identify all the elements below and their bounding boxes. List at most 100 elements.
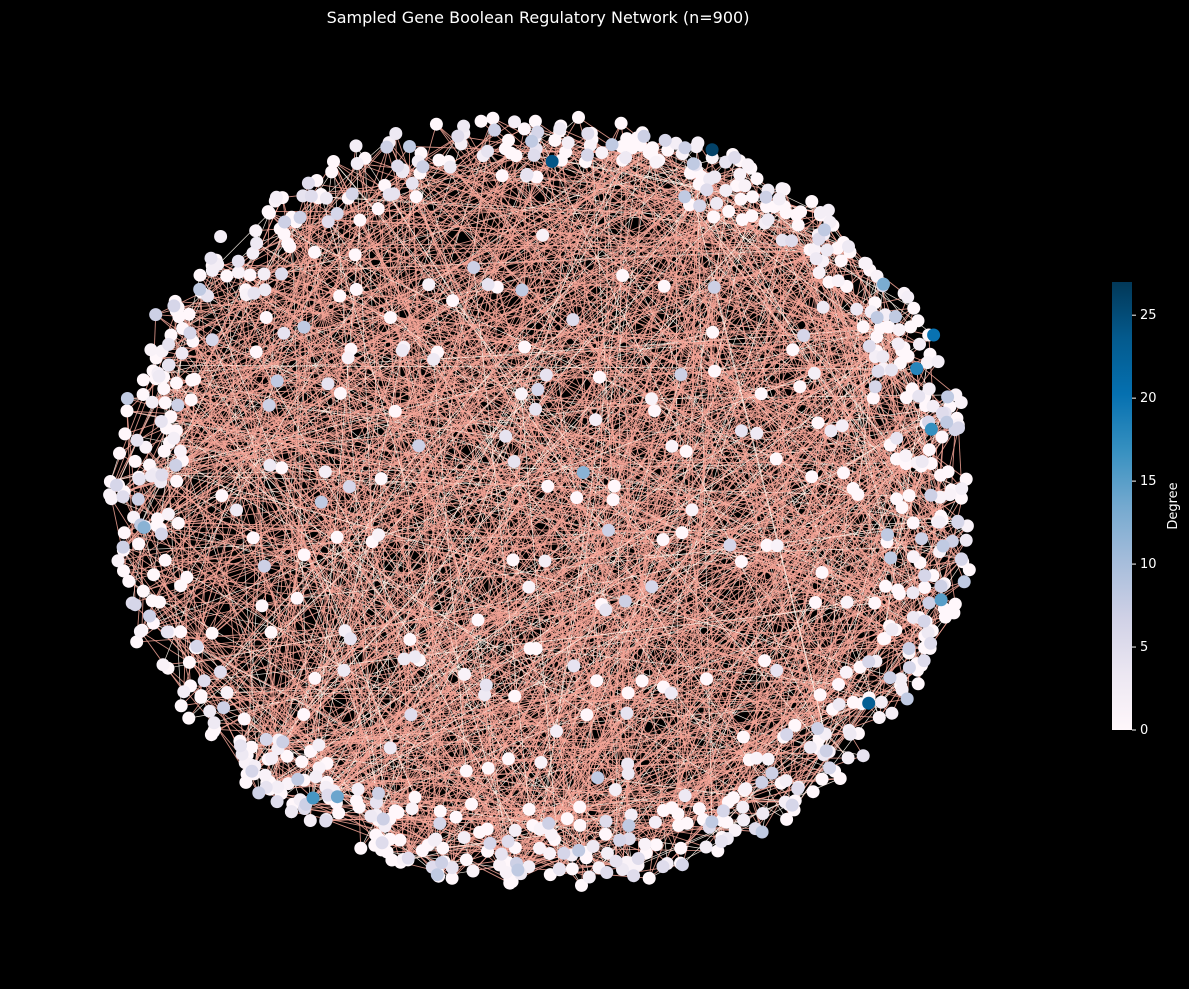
- network-edge: [124, 532, 652, 588]
- network-node: [120, 404, 134, 418]
- network-node: [605, 138, 619, 152]
- network-node: [435, 856, 449, 870]
- network-node: [656, 804, 670, 817]
- network-node: [182, 711, 196, 725]
- network-node: [184, 393, 198, 407]
- network-node: [685, 503, 699, 517]
- network-node: [606, 493, 620, 507]
- network-node: [156, 658, 170, 672]
- network-node: [520, 167, 534, 181]
- network-node: [245, 764, 259, 778]
- network-node: [678, 141, 692, 155]
- network-node: [720, 815, 734, 829]
- network-node: [397, 652, 411, 666]
- network-node: [118, 427, 132, 441]
- network-node: [823, 761, 837, 775]
- network-node: [499, 429, 513, 443]
- network-node: [144, 469, 158, 483]
- network-node: [481, 144, 494, 158]
- network-edge: [333, 702, 869, 792]
- network-edge: [333, 161, 827, 752]
- network-node: [332, 806, 346, 820]
- network-edge: [199, 274, 600, 868]
- network-edge: [178, 316, 747, 789]
- network-edge: [714, 176, 825, 755]
- network-node: [648, 404, 661, 418]
- network-edge: [251, 130, 561, 772]
- network-edge: [143, 152, 512, 381]
- network-edge: [696, 171, 880, 718]
- network-node: [177, 685, 191, 699]
- network-node: [933, 515, 946, 529]
- network-edge: [544, 560, 568, 819]
- network-edge: [266, 671, 847, 740]
- network-node: [616, 269, 630, 282]
- network-node: [297, 320, 311, 334]
- network-edge: [151, 357, 349, 602]
- network-node: [511, 863, 525, 877]
- network-node: [658, 133, 672, 147]
- network-node: [769, 452, 783, 466]
- network-node: [297, 548, 311, 562]
- network-node: [269, 190, 283, 204]
- network-node: [779, 774, 793, 788]
- network-node: [791, 782, 805, 796]
- network-node: [913, 337, 926, 351]
- network-node: [806, 785, 820, 799]
- network-node: [429, 117, 443, 131]
- network-edge: [743, 214, 821, 821]
- network-edge: [281, 197, 441, 812]
- network-node: [514, 387, 528, 401]
- hub-node: [862, 696, 876, 710]
- network-edge: [581, 355, 909, 886]
- network-node: [759, 190, 773, 204]
- network-node: [648, 815, 662, 829]
- network-edge: [281, 467, 502, 855]
- network-node: [728, 823, 742, 837]
- network-node: [309, 770, 323, 784]
- network-edge: [156, 429, 956, 527]
- network-edge: [520, 345, 870, 874]
- network-node: [885, 623, 899, 636]
- network-node: [941, 390, 955, 404]
- network-edge: [756, 406, 950, 434]
- network-node: [876, 350, 890, 364]
- hub-node: [705, 143, 719, 157]
- network-edge: [845, 458, 897, 673]
- network-node: [182, 307, 196, 321]
- network-node: [495, 169, 509, 183]
- network-node: [372, 528, 385, 542]
- network-edge: [463, 133, 635, 876]
- network-node: [675, 858, 689, 872]
- network-node: [471, 613, 485, 627]
- network-edge: [520, 393, 560, 870]
- network-node: [403, 140, 416, 153]
- network-node: [707, 280, 721, 294]
- network-node: [157, 382, 171, 396]
- network-node: [352, 800, 366, 814]
- network-edge: [663, 286, 816, 603]
- network-edge: [464, 674, 688, 824]
- network-node: [586, 839, 600, 853]
- network-node: [408, 650, 422, 664]
- network-node: [529, 402, 542, 416]
- network-edge: [951, 429, 956, 491]
- network-node: [765, 766, 779, 780]
- network-node: [122, 574, 136, 588]
- network-node: [750, 751, 764, 765]
- network-node: [608, 783, 622, 797]
- network-node: [560, 812, 574, 826]
- network-node: [509, 149, 523, 163]
- network-node: [445, 871, 459, 885]
- network-node: [481, 761, 495, 775]
- network-node: [814, 206, 827, 219]
- network-node: [205, 626, 219, 640]
- network-node: [915, 455, 929, 468]
- network-edge: [281, 273, 383, 843]
- network-node: [349, 282, 363, 296]
- network-node: [911, 677, 925, 691]
- network-edge: [846, 286, 901, 364]
- network-node: [722, 204, 736, 218]
- network-node: [230, 503, 243, 517]
- network-node: [457, 119, 471, 133]
